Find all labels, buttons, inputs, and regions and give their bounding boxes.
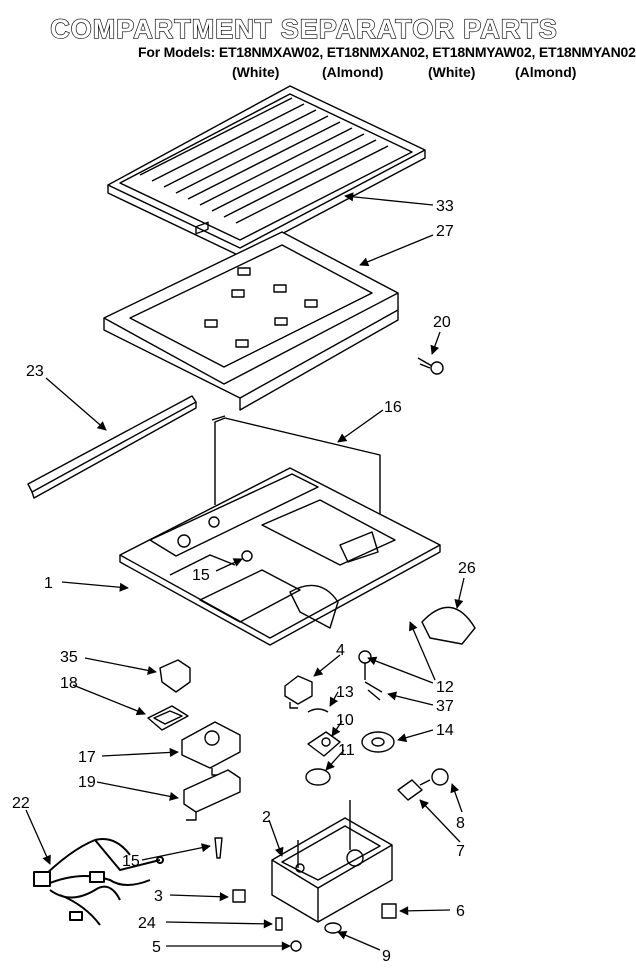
- exploded-parts-diagram: 33 27 20 23 16 1 15 26 35 4 12 18 13 37 …: [12, 85, 476, 965]
- part-16-rod: [211, 415, 381, 560]
- callout-7: 7: [456, 843, 465, 860]
- part-10-thermostat: [307, 731, 341, 757]
- part-26-bracket: [421, 606, 476, 645]
- callout-11: 11: [338, 742, 355, 759]
- part-4-knob: [284, 675, 313, 709]
- part-37-shaft: [364, 681, 383, 701]
- part-15-screw-lower: [214, 837, 223, 859]
- callout-13: 13: [336, 684, 354, 701]
- variant-label-1: (White): [232, 64, 280, 80]
- callout-1: 1: [44, 575, 53, 592]
- callout-4: 4: [336, 642, 345, 659]
- part-19-cover: [183, 769, 241, 821]
- part-8-knob: [419, 768, 449, 786]
- models-line: For Models: ET18NMXAW02, ET18NMXAN02, ET…: [138, 44, 636, 60]
- callout-2: 2: [262, 809, 271, 826]
- callout-24: 24: [138, 915, 156, 932]
- callout-15-upper: 15: [192, 567, 210, 584]
- part-14-gear: [361, 731, 395, 753]
- callout-8: 8: [456, 815, 465, 832]
- part-6-plug: [381, 903, 397, 919]
- callout-5: 5: [152, 939, 161, 956]
- part-3-clip: [232, 889, 246, 903]
- callout-27: 27: [436, 223, 454, 240]
- leader-arrows: [25, 192, 465, 951]
- callout-35: 35: [60, 649, 78, 666]
- callout-16: 16: [384, 399, 402, 416]
- callout-37: 37: [436, 698, 454, 715]
- callout-3: 3: [154, 888, 163, 905]
- part-24-screw: [275, 917, 283, 931]
- diagram-title: COMPARTMENT SEPARATOR PARTS: [50, 13, 558, 44]
- part-7-bracket: [397, 779, 423, 801]
- part-9-grommet: [324, 922, 342, 934]
- part-22-wire-harness: [33, 838, 164, 926]
- part-18-damper: [147, 705, 189, 731]
- variant-label-3: (White): [428, 64, 476, 80]
- callout-9: 9: [382, 948, 391, 965]
- callout-15-lower: 15: [122, 853, 140, 870]
- callout-labels: 33 27 20 23 16 1 15 26 35 4 12 18 13 37 …: [12, 198, 476, 965]
- part-33-cover: [107, 85, 426, 257]
- part-20-screw: [417, 357, 444, 375]
- part-13-spring: [307, 708, 329, 713]
- callout-20: 20: [433, 314, 451, 331]
- callout-22: 22: [12, 795, 30, 812]
- callout-33: 33: [436, 198, 454, 215]
- part-11-gear: [305, 768, 331, 786]
- part-5-screw: [290, 940, 302, 952]
- callout-19: 19: [78, 774, 96, 791]
- part-27-frame: [103, 221, 399, 411]
- part-35-clip: [159, 659, 191, 693]
- part-1-separator-plate: [119, 467, 441, 646]
- callout-6: 6: [456, 903, 465, 920]
- callout-26: 26: [458, 560, 476, 577]
- part-17-housing: [181, 721, 241, 776]
- variant-label-4: (Almond): [515, 64, 577, 80]
- callout-18: 18: [60, 675, 78, 692]
- variant-label-2: (Almond): [322, 64, 384, 80]
- callout-17: 17: [78, 749, 96, 766]
- part-23-strip: [27, 395, 197, 499]
- part-2-control-base: [271, 800, 393, 923]
- part-15-screw-upper: [241, 550, 253, 562]
- callout-23: 23: [26, 363, 44, 380]
- callout-10: 10: [336, 712, 354, 729]
- part-12-screw: [358, 650, 372, 680]
- callout-14: 14: [436, 722, 454, 739]
- callout-12: 12: [436, 679, 454, 696]
